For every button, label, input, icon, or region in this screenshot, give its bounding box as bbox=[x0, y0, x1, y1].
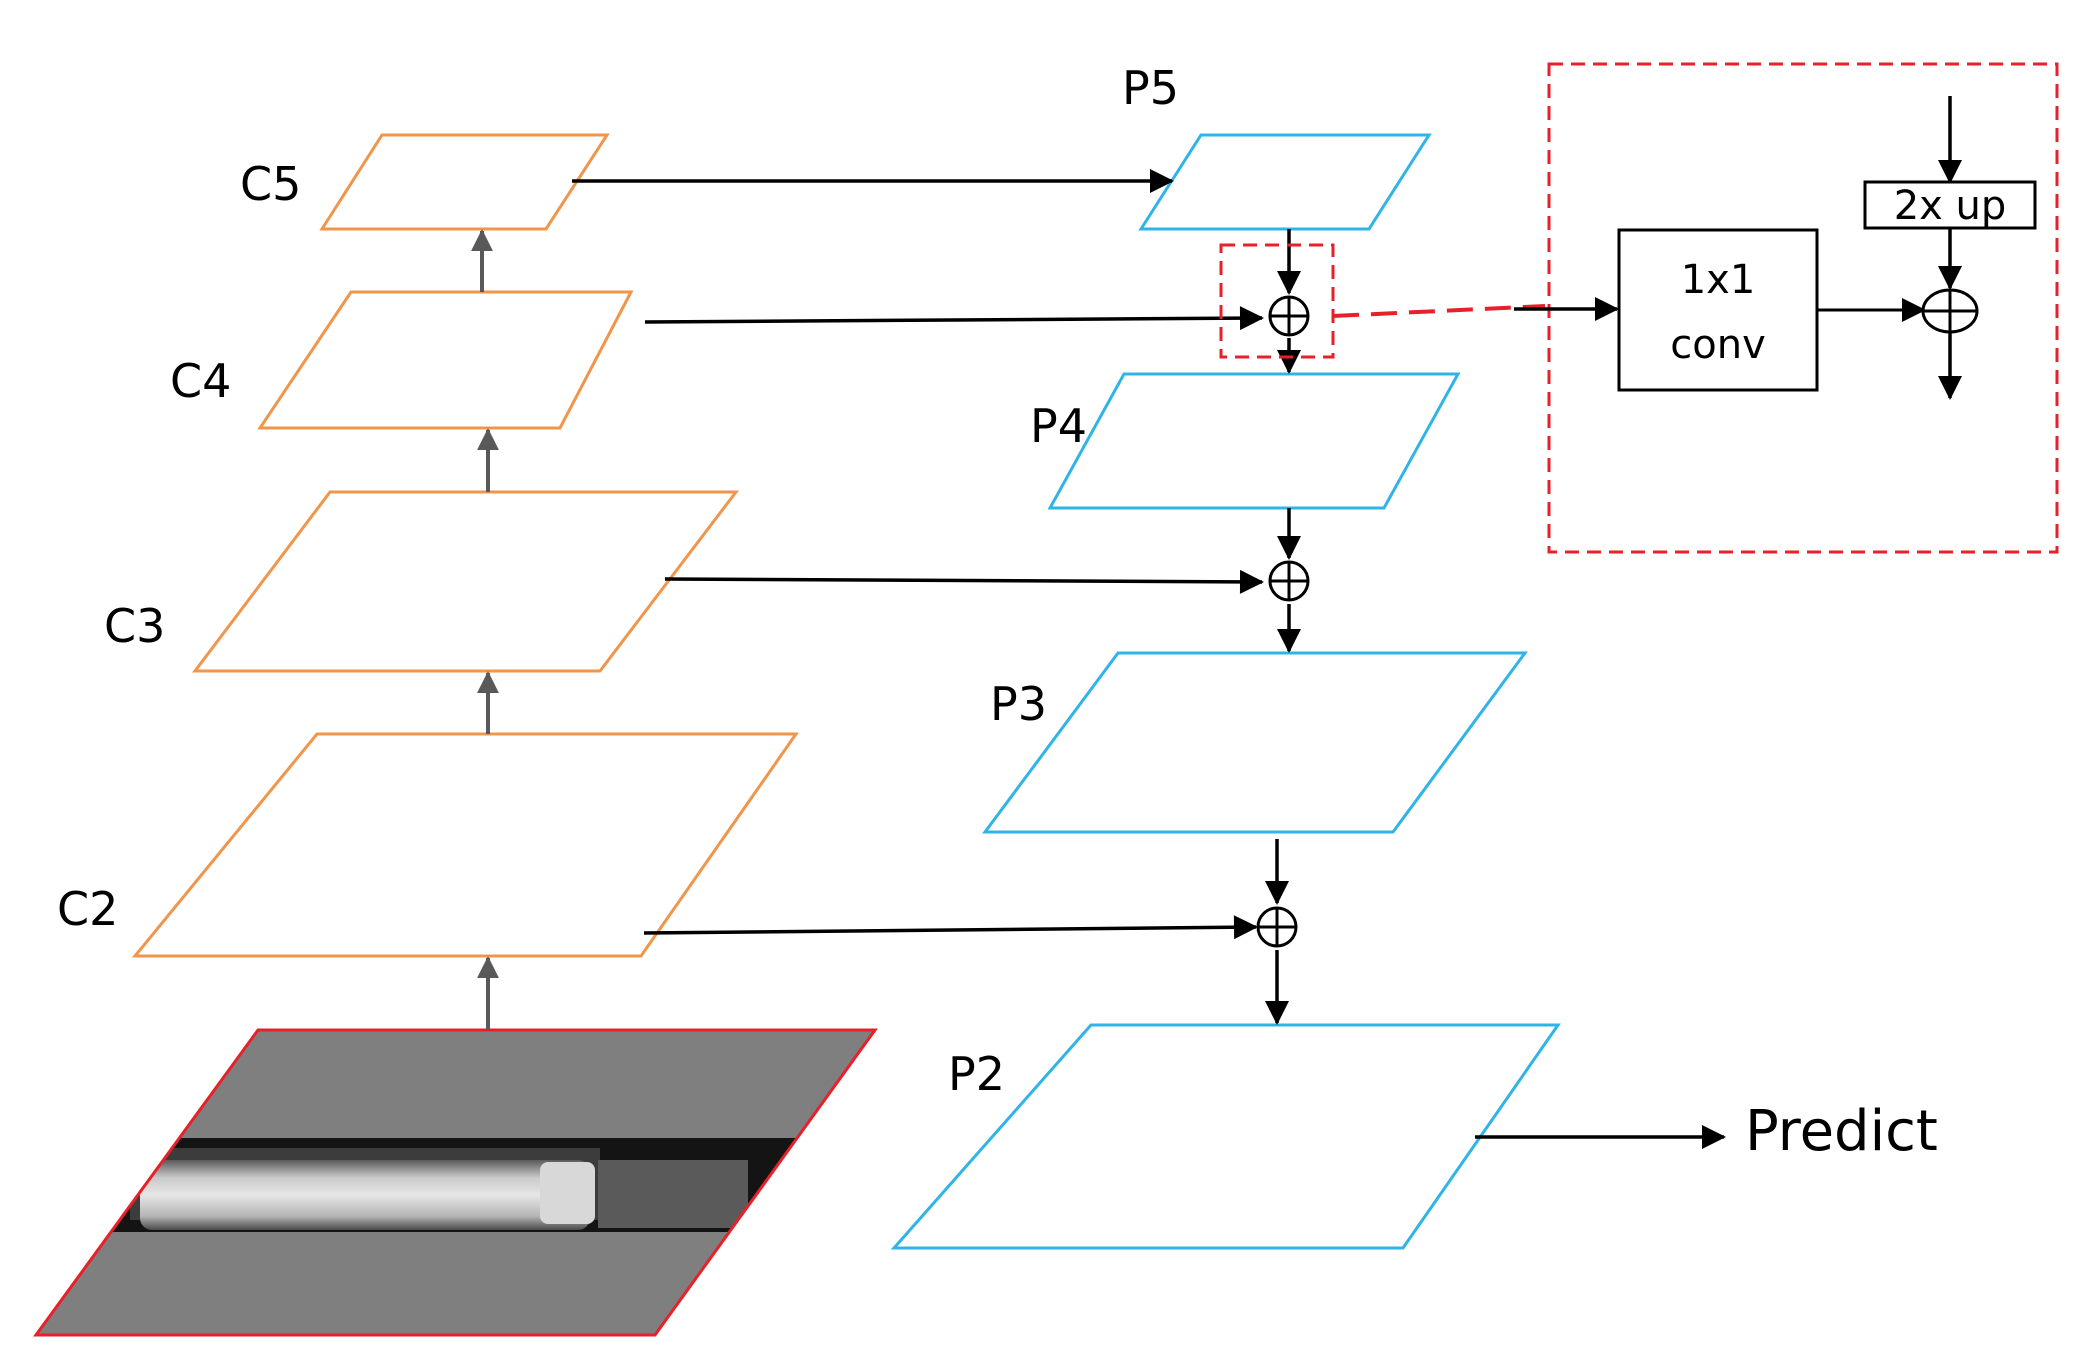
zoom-connector bbox=[1332, 304, 1546, 318]
add-node-p4 bbox=[1268, 295, 1310, 337]
lateral-arrows bbox=[572, 169, 1726, 1149]
label-c3: C3 bbox=[104, 599, 165, 653]
lateral-c2-to-add2 bbox=[643, 915, 1258, 940]
backbone-layer-c3 bbox=[191, 490, 740, 673]
conv-label-line1: 1x1 bbox=[1681, 257, 1756, 303]
label-c2: C2 bbox=[57, 882, 118, 936]
label-p5: P5 bbox=[1122, 61, 1179, 115]
inset-add-node bbox=[1921, 288, 1979, 334]
pyramid-layer-p3 bbox=[982, 651, 1528, 834]
label-c5: C5 bbox=[240, 157, 301, 211]
predict-label: Predict bbox=[1745, 1099, 1938, 1164]
lateral-c4-to-add4 bbox=[644, 306, 1264, 331]
pyramid-layer-p2 bbox=[890, 1023, 1561, 1250]
upsample-box bbox=[1863, 180, 2037, 230]
top-down-pathway bbox=[1265, 229, 1301, 1025]
bottom-up-arrows bbox=[471, 229, 499, 1030]
upsample-label: 2x up bbox=[1894, 183, 2007, 229]
label-p3: P3 bbox=[990, 677, 1047, 731]
lateral-c3-to-add3 bbox=[664, 569, 1264, 594]
pyramid-layer-p5 bbox=[1138, 133, 1432, 231]
input-image bbox=[33, 1028, 878, 1337]
backbone-layer-c2 bbox=[131, 732, 799, 958]
label-p2: P2 bbox=[948, 1047, 1005, 1101]
label-p4: P4 bbox=[1030, 399, 1087, 453]
add-node-p2 bbox=[1256, 906, 1298, 948]
backbone-layer-c5 bbox=[319, 133, 610, 231]
conv-label-line2: conv bbox=[1670, 322, 1766, 368]
add-node-p3 bbox=[1268, 560, 1310, 602]
backbone-layer-c4 bbox=[257, 290, 634, 430]
pyramid-layer-p4 bbox=[1047, 372, 1461, 510]
highlight-box bbox=[1219, 243, 1335, 359]
inset-detail bbox=[1514, 62, 2059, 554]
label-c4: C4 bbox=[170, 354, 231, 408]
conv-box bbox=[1617, 228, 1819, 392]
